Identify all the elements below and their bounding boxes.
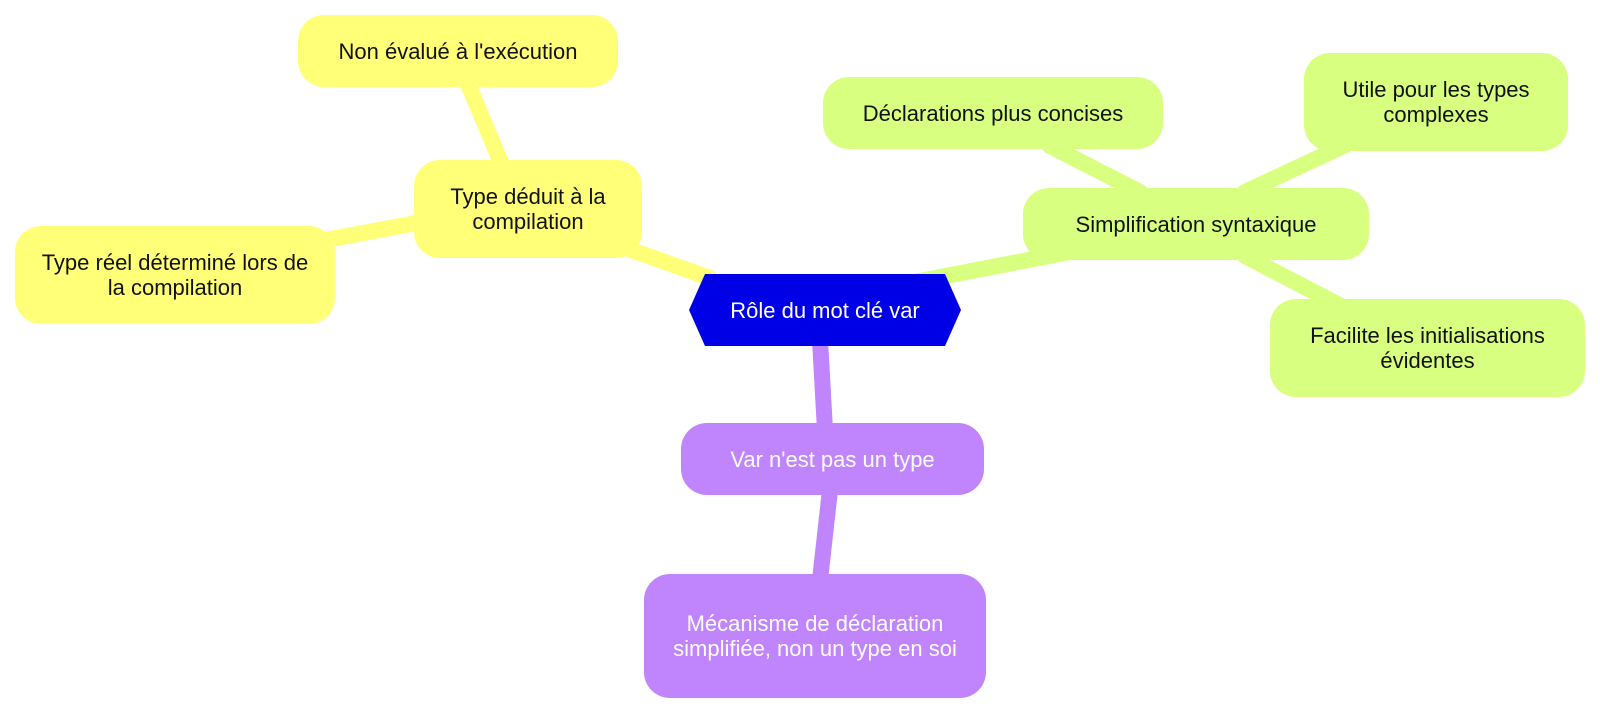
edge-simplification-declarations [1042,138,1148,200]
root-node-label: Rôle du mot clé var [730,297,920,323]
leaf-mecanisme-label: Mécanisme de déclaration simplifiée, non… [673,611,957,661]
leaf-utile-label: Utile pour les types complexes [1342,77,1530,127]
edge-type-deduit-type-reel [318,215,424,248]
leaf-utile[interactable]: Utile pour les types complexes [1304,53,1568,151]
leaf-type-reel[interactable]: Type réel déterminé lors de la compilati… [15,226,335,324]
leaf-non-evalue[interactable]: Non évalué à l'exécution [298,15,618,87]
edge-root-var-type [812,332,833,438]
edge-var-type-mecanisme [812,482,838,588]
branch-simplification-label: Simplification syntaxique [1075,211,1317,237]
leaf-declarations[interactable]: Déclarations plus concises [823,77,1163,149]
branch-simplification[interactable]: Simplification syntaxique [1023,188,1369,260]
root-node[interactable]: Rôle du mot clé var [689,274,961,346]
edge-type-deduit-non-evalue [460,76,513,180]
branch-type-deduit-label: Type déduit à la compilation [450,184,606,234]
leaf-facilite-label: Facilite les initialisations évidentes [1310,323,1545,373]
leaf-mecanisme[interactable]: Mécanisme de déclaration simplifiée, non… [644,574,986,698]
branch-var-type-label: Var n'est pas un type [730,446,935,472]
leaf-facilite[interactable]: Facilite les initialisations évidentes [1270,299,1585,397]
branch-type-deduit[interactable]: Type déduit à la compilation [414,160,642,258]
leaf-declarations-label: Déclarations plus concises [862,100,1124,126]
branch-var-type[interactable]: Var n'est pas un type [681,423,984,495]
leaf-type-reel-label: Type réel déterminé lors de la compilati… [41,250,309,300]
leaf-non-evalue-label: Non évalué à l'exécution [338,38,578,64]
